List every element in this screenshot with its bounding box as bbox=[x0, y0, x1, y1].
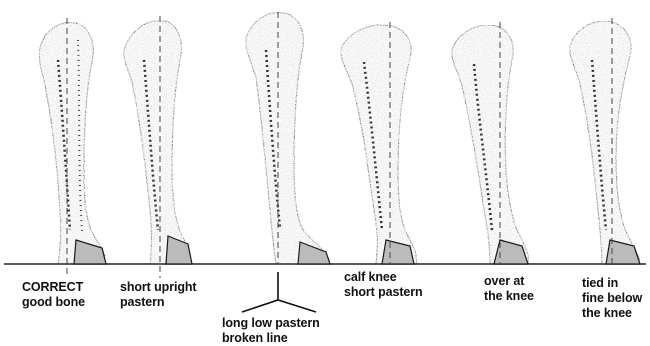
leg-tied-in-shape bbox=[570, 21, 640, 264]
caption-tied-in-line-3: the knee bbox=[582, 306, 642, 321]
leg-short-upright-shape bbox=[124, 21, 191, 264]
caption-short-upright: short upright pastern bbox=[120, 280, 196, 310]
caption-calf-knee-line-1: calf knee bbox=[344, 270, 423, 285]
leg-long-low bbox=[242, 12, 330, 312]
caption-over-knee-line-1: over at bbox=[484, 274, 534, 289]
caption-short-upright-line-2: pastern bbox=[120, 295, 196, 310]
leg-over-knee-shape bbox=[452, 25, 529, 264]
caption-long-low: long low pastern broken line bbox=[222, 316, 320, 346]
caption-over-knee: over at the knee bbox=[484, 274, 534, 304]
caption-tied-in-line-2: fine below bbox=[582, 291, 642, 306]
leg-correct-shape bbox=[39, 22, 105, 264]
caption-short-upright-line-1: short upright bbox=[120, 280, 196, 295]
caption-calf-knee-line-2: short pastern bbox=[344, 285, 423, 300]
leg-calf-knee-shape bbox=[341, 25, 417, 264]
leg-long-low-shape bbox=[246, 12, 330, 264]
leg-short-upright-hoof bbox=[166, 236, 192, 264]
caption-long-low-line-2: broken line bbox=[222, 331, 320, 346]
leg-over-knee bbox=[452, 22, 529, 264]
leg-tied-in bbox=[570, 18, 640, 264]
leg-correct bbox=[39, 18, 106, 278]
caption-correct-line-1: CORRECT bbox=[22, 280, 85, 295]
leg-tied-in-hoof bbox=[606, 240, 640, 264]
caption-long-low-line-1: long low pastern bbox=[222, 316, 320, 331]
leg-long-low-bracket bbox=[242, 272, 316, 312]
caption-correct-line-2: good bone bbox=[22, 295, 85, 310]
leg-calf-knee bbox=[341, 22, 417, 264]
caption-calf-knee: calf knee short pastern bbox=[344, 270, 423, 300]
caption-over-knee-line-2: the knee bbox=[484, 289, 534, 304]
leg-short-upright bbox=[124, 16, 192, 278]
caption-tied-in: tied in fine below the knee bbox=[582, 276, 642, 321]
caption-correct: CORRECT good bone bbox=[22, 280, 85, 310]
caption-tied-in-line-1: tied in bbox=[582, 276, 642, 291]
